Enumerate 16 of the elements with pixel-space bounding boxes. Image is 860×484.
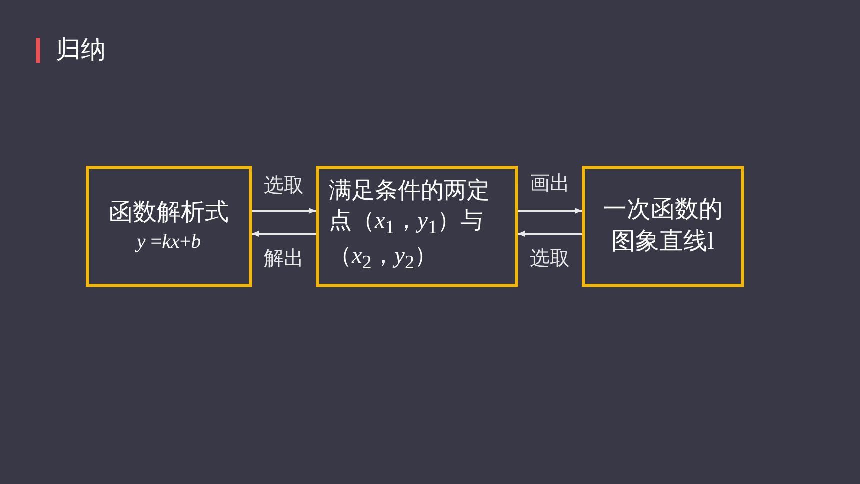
edge-label: 选取 [264,174,304,199]
process-box [316,166,518,287]
process-box [582,166,744,287]
formula-text: y =kx+b [136,230,202,256]
arrow [252,208,316,214]
edge-label: 解出 [264,247,304,272]
box-text: 满足条件的两定点（x$_{1}$，y$_{1}$）与（x$_{2}$，y$_{2}$） [329,177,491,276]
box-text: 一次函数的图象直线l [602,196,724,256]
arrow [518,208,582,214]
edge-label: 选取 [530,247,570,272]
box-text: 函数解析式 [109,198,229,228]
arrow [518,231,582,237]
edge-label: 画出 [530,172,570,197]
arrow [252,231,316,237]
slide-title: 归纳 [56,34,106,66]
process-box [86,166,252,287]
